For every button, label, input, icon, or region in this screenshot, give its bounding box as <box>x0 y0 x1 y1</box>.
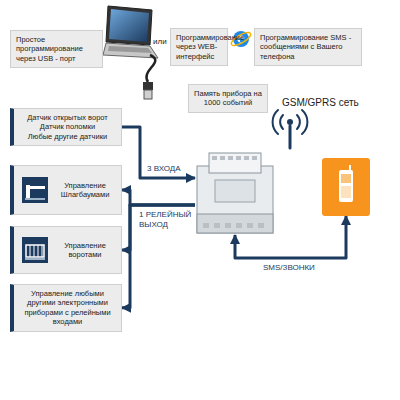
node-text: Программирование SMS - сообщениями с Ваш… <box>260 33 356 61</box>
drawing-part <box>26 245 44 257</box>
drawing-part <box>212 156 217 160</box>
drawing-part <box>252 156 257 160</box>
drawing-part <box>244 156 249 160</box>
drawing-part <box>349 165 351 171</box>
drawing-part <box>203 156 264 228</box>
node-text: Управление любыми другими электронными п… <box>19 289 116 327</box>
node-text: Датчик поломки <box>19 122 116 131</box>
drawing-part <box>215 180 255 202</box>
drawing-part <box>233 31 249 47</box>
drawing-part <box>225 223 231 228</box>
network-label: GSM/GPRS сеть <box>282 97 359 108</box>
device-box: Управление любыми другими электронными п… <box>10 284 122 332</box>
barrier-icon <box>22 177 48 203</box>
drawing-part <box>25 198 45 200</box>
ie-icon <box>229 30 252 48</box>
drawing-part <box>220 156 225 160</box>
drawing-part <box>146 55 155 82</box>
drawing-part <box>106 6 152 45</box>
node-text: Управление Шлагбаумами <box>54 181 116 200</box>
drawing-part <box>108 46 152 53</box>
edge-label: 1 РЕЛЕЙНЫЙ ВЫХОД <box>138 210 196 229</box>
drawing-part <box>22 237 48 263</box>
connector-arrow <box>122 127 195 178</box>
edge-label: SMS/ЗВОНКИ <box>262 263 316 273</box>
drawing-part <box>209 153 261 173</box>
sensor-box: Датчик открытых воротДатчик поломкиЛюбые… <box>10 108 122 146</box>
drawing-part <box>22 177 48 203</box>
drawing-part <box>341 174 351 183</box>
drawing-part <box>214 223 220 228</box>
drawing-part <box>30 245 42 257</box>
node-text: Простое программирование через USB - пор… <box>16 35 97 63</box>
drawing-part <box>144 90 152 99</box>
connector-arrow <box>122 205 195 250</box>
drawing-part <box>197 214 273 233</box>
controller-module <box>195 150 275 235</box>
program-box: Простое программирование через USB - пор… <box>10 30 103 68</box>
laptop <box>103 6 158 58</box>
phone-icon <box>322 158 370 216</box>
drawing-part <box>236 156 241 160</box>
or-label: или <box>153 37 167 46</box>
drawing-part <box>258 223 264 228</box>
drawing-part <box>273 110 278 134</box>
drawing-part <box>109 9 149 42</box>
drawing-part <box>302 110 307 134</box>
node-text: Управление воротами <box>54 241 116 260</box>
usb-cable <box>143 55 155 99</box>
drawing-part <box>287 119 293 125</box>
node-text: Программирование через WEB-интерфейс <box>176 33 222 61</box>
drawing-part <box>341 186 351 198</box>
drawing-part <box>143 82 153 90</box>
drawing-part <box>197 166 273 233</box>
gate-box: Управление воротами <box>10 226 122 274</box>
controller-device: Память прибора на 1000 событий <box>195 150 275 235</box>
node-text: Любые другие датчики <box>19 132 116 141</box>
gate-icon <box>22 237 48 263</box>
drawing-part <box>236 223 242 228</box>
drawing-part <box>297 115 300 129</box>
connector-arrow <box>122 190 195 205</box>
drawing-part <box>25 258 45 260</box>
node-text: Датчик открытых ворот <box>19 113 116 122</box>
memory-callout: Память прибора на 1000 событий <box>188 84 268 113</box>
drawing-part <box>30 186 45 189</box>
drawing-part <box>339 170 353 202</box>
barrier-box: Управление Шлагбаумами <box>10 165 122 215</box>
drawing-part <box>228 156 233 160</box>
connector-arrow <box>122 205 195 308</box>
edge-label: 3 ВХОДА <box>146 164 182 174</box>
phone-node: GSM/GPRS сеть <box>322 158 370 216</box>
drawing-part <box>229 30 252 48</box>
antenna <box>273 110 308 148</box>
program-box: Программирование SMS - сообщениями с Ваш… <box>254 28 362 66</box>
drawing-part <box>280 115 283 129</box>
program-box: Программирование через WEB-интерфейс <box>170 28 228 66</box>
drawing-part <box>289 126 292 148</box>
drawing-part <box>247 223 253 228</box>
drawing-part <box>26 185 30 199</box>
drawing-part <box>203 223 209 228</box>
